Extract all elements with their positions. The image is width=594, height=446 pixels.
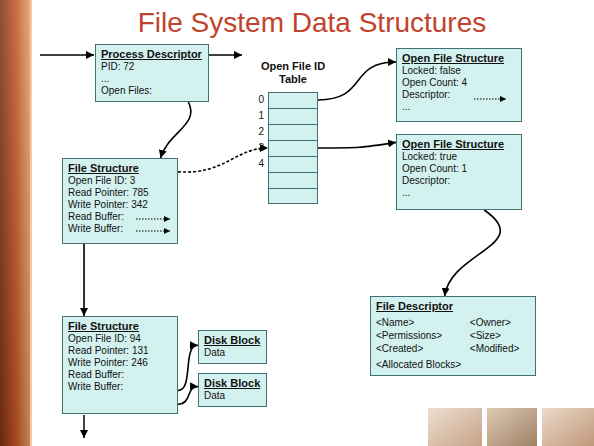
slide-title: File System Data Structures xyxy=(30,6,594,40)
row-number: 4 xyxy=(258,158,264,170)
row-number: 0 xyxy=(258,94,264,106)
field-text: ... xyxy=(402,101,515,113)
field-text: ... xyxy=(101,73,202,85)
pointer-arrow xyxy=(318,62,396,100)
field-text: <Modified> xyxy=(470,343,529,355)
open-file-structure: Open File StructureLocked: trueOpen Coun… xyxy=(396,134,522,210)
field-text: Open Count: 1 xyxy=(402,163,515,175)
pointer-arrow xyxy=(178,148,268,172)
field-text: Open Files: xyxy=(101,85,202,97)
field-grid: <Name> <Owner> <Permissions> <Size> <Created… xyxy=(376,317,529,371)
box-heading: Open File Structure xyxy=(402,51,515,65)
field-text: Open File ID: 3 xyxy=(68,175,171,187)
list-arrow xyxy=(208,54,242,56)
field-text: Read Buffer: xyxy=(68,211,171,223)
pointer-arrow xyxy=(445,210,501,296)
photo-strip xyxy=(428,408,482,446)
field-text: Open File ID: 94 xyxy=(68,333,171,345)
open-file-structure: Open File StructureLocked: falseOpen Cou… xyxy=(396,48,522,122)
field-text: Locked: false xyxy=(402,65,515,77)
box-heading: Open File Structure xyxy=(402,137,515,151)
row-number: 3 xyxy=(258,142,264,154)
field-text: Write Buffer: xyxy=(68,223,171,235)
field-text: <Size> xyxy=(470,330,529,342)
row-number: 2 xyxy=(258,126,264,138)
field-text: Descriptor: xyxy=(402,175,515,187)
box-heading: Process Descriptor xyxy=(101,47,202,61)
list-arrow xyxy=(83,415,85,438)
field-text: PID: 72 xyxy=(101,61,202,73)
field-text: Write Pointer: 342 xyxy=(68,199,171,211)
field-text: <Allocated Blocks> xyxy=(376,359,529,371)
field-text: <Created> xyxy=(376,343,452,355)
box-heading: Disk Block xyxy=(204,333,260,347)
table-heading: Open File ID Table xyxy=(260,60,326,86)
disk-block: Disk BlockData xyxy=(198,373,267,407)
box-heading: File Structure xyxy=(68,161,171,175)
side-band xyxy=(0,0,30,446)
file-structure: File StructureOpen File ID: 3Read Pointe… xyxy=(62,158,178,244)
pointer-arrow xyxy=(161,102,191,158)
field-text: Write Pointer: 246 xyxy=(68,357,171,369)
box-heading: File Descriptor xyxy=(376,299,529,313)
field-text: Data xyxy=(204,390,260,402)
file-descriptor: File Descriptor <Name> <Owner> <Permissions… xyxy=(370,296,536,376)
field-text: <Owner> xyxy=(470,317,529,329)
field-text: <Permissions> xyxy=(376,330,452,342)
pointer-arrow xyxy=(83,244,85,316)
pointer-arrow xyxy=(178,387,198,405)
photo-strip xyxy=(487,408,537,446)
field-text: Read Buffer: xyxy=(68,369,171,381)
file-structure: File StructureOpen File ID: 94Read Point… xyxy=(62,316,178,414)
photo-strip xyxy=(542,408,594,446)
field-text: ... xyxy=(402,187,515,199)
field-text: Read Pointer: 785 xyxy=(68,187,171,199)
disk-block: Disk BlockData xyxy=(198,330,267,364)
field-text: Descriptor: xyxy=(402,89,515,101)
row-number: 1 xyxy=(258,110,264,122)
table-grid xyxy=(268,92,318,204)
pointer-arrow xyxy=(178,345,198,390)
list-arrow xyxy=(40,54,94,56)
field-text: <Name> xyxy=(376,317,452,329)
field-text: Locked: true xyxy=(402,151,515,163)
pointer-arrow xyxy=(318,142,396,148)
process-descriptor: Process DescriptorPID: 72...Open Files: xyxy=(95,44,209,102)
box-heading: Disk Block xyxy=(204,376,260,390)
field-text: Data xyxy=(204,347,260,359)
field-text: Read Pointer: 131 xyxy=(68,345,171,357)
box-heading: File Structure xyxy=(68,319,171,333)
field-text: Write Buffer: xyxy=(68,381,171,393)
field-text: Open Count: 4 xyxy=(402,77,515,89)
